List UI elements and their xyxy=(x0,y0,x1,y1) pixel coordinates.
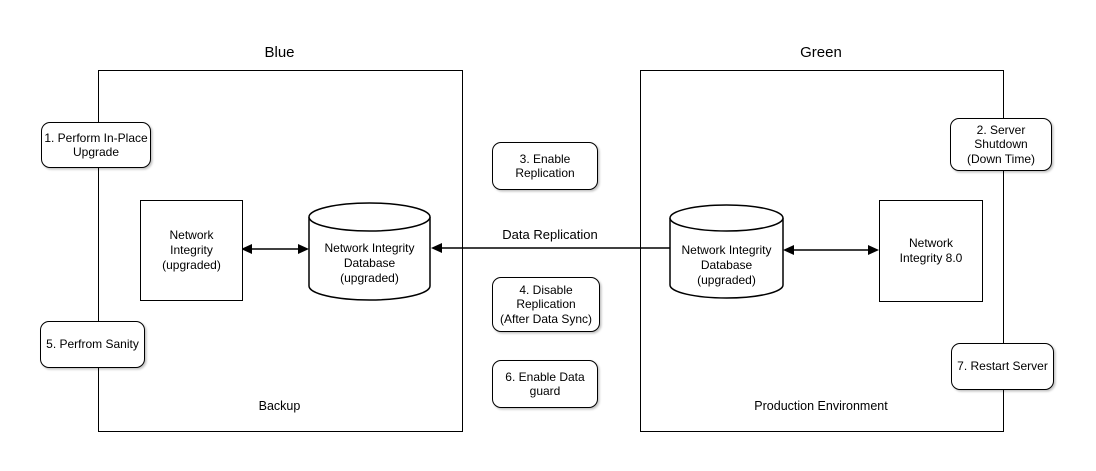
step-box-5: 5. Perfrom Sanity xyxy=(40,321,145,368)
network-integrity-upgraded-node: Network Integrity (upgraded) xyxy=(140,200,243,301)
production-environment-label: Production Environment xyxy=(754,399,888,413)
green-environment-box xyxy=(640,70,1004,432)
data-replication-label: Data Replication xyxy=(502,227,598,242)
step-box-6: 6. Enable Data guard xyxy=(492,360,598,408)
step-box-2: 2. Server Shutdown (Down Time) xyxy=(950,118,1052,171)
blue-environment-box xyxy=(98,70,463,432)
backup-label: Backup xyxy=(258,399,301,413)
step-box-1: 1. Perform In-Place Upgrade xyxy=(41,122,151,168)
blue-database-label: Network Integrity Database (upgraded) xyxy=(324,240,415,285)
data-replication-arrow xyxy=(431,243,670,253)
step-box-7: 7. Restart Server xyxy=(951,343,1054,390)
network-integrity-80-node: Network Integrity 8.0 xyxy=(879,200,983,302)
step-box-4: 4. Disable Replication (After Data Sync) xyxy=(492,277,600,332)
step-box-3: 3. Enable Replication xyxy=(492,142,598,190)
green-environment-title: Green xyxy=(800,44,842,61)
blue-environment-title: Blue xyxy=(264,44,295,61)
green-database-label: Network Integrity Database (upgraded) xyxy=(681,242,772,287)
